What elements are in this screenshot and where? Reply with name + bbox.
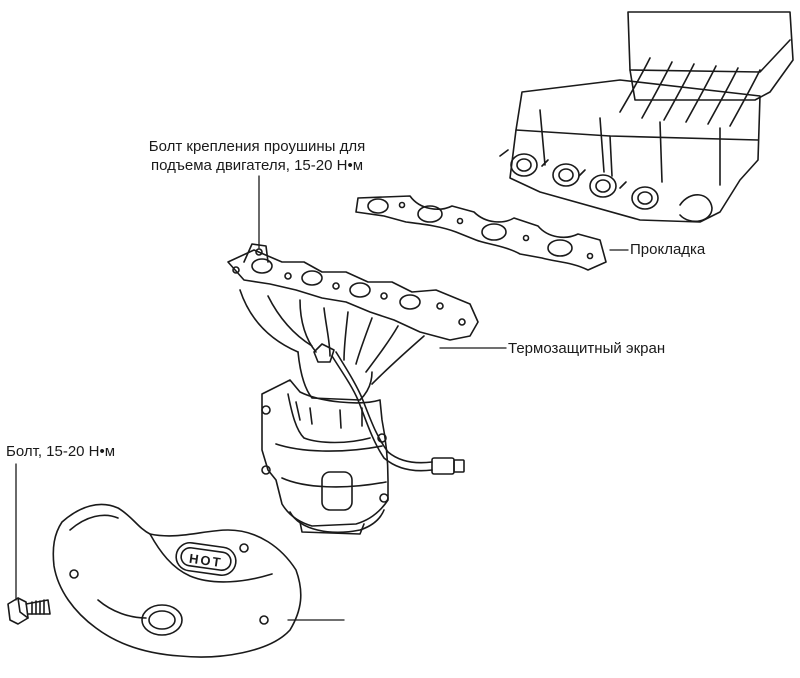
label-lift-eye-bolt-line1: Болт крепления проушины для: [148, 138, 366, 155]
catalytic-converter: [261, 379, 389, 535]
leader-lines: [15, 175, 629, 621]
bolt-fastener: [7, 597, 51, 625]
cylinder-head: [499, 11, 794, 223]
hot-stamp-text: HOT: [188, 551, 223, 571]
exhaust-gasket: [355, 195, 607, 271]
exhaust-manifold: [227, 243, 479, 475]
label-lift-eye-bolt: Болт крепления проушины для подъема двиг…: [112, 137, 402, 175]
label-lift-eye-bolt-line2: подъема двигателя, 15-20 Н•м: [150, 157, 364, 174]
label-bolt: Болт, 15-20 Н•м: [6, 443, 116, 460]
lower-heat-shield: [52, 503, 302, 658]
label-heat-shield: Термозащитный экран: [508, 340, 666, 357]
label-gasket: Прокладка: [630, 241, 706, 258]
